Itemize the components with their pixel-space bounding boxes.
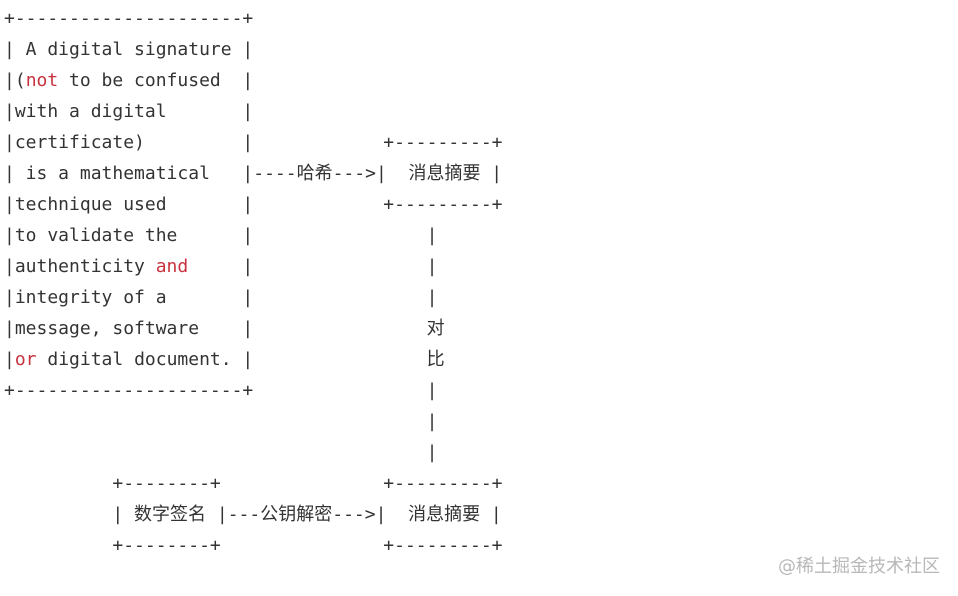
diagram-text: to be confused | [58,70,254,91]
diagram-text: |( [4,70,26,91]
diagram-line: |authenticity and | | [4,251,503,282]
diagram-line: |integrity of a | | [4,282,503,313]
diagram-text: digital document. | 比 [36,349,445,370]
diagram-text: +---------------------+ | [4,380,438,401]
keyword-text: not [25,70,59,91]
diagram-line: |or digital document. | 比 [4,344,503,375]
diagram-text: |with a digital | [4,101,254,122]
diagram-text: |certificate) | +---------+ [4,132,503,153]
diagram-text: | [4,411,438,432]
diagram-text: | [4,349,15,370]
diagram-line: |with a digital | [4,96,503,127]
diagram-text: |authenticity [4,256,156,277]
diagram-line: +--------+ +---------+ [4,468,503,499]
diagram-line: |(not to be confused | [4,65,503,96]
diagram-text: |message, software | 对 [4,318,445,339]
diagram-text: |technique used | +---------+ [4,194,503,215]
diagram-text: | 数字签名 |---公钥解密--->| 消息摘要 | [4,504,502,525]
diagram-text: +---------------------+ [4,8,254,29]
keyword-text: and [155,256,189,277]
watermark-text: @稀土掘金技术社区 [778,556,940,577]
diagram-text: +--------+ +---------+ [4,535,503,556]
diagram-line: | [4,406,503,437]
diagram-line: +---------------------+ | [4,375,503,406]
diagram-line: |technique used | +---------+ [4,189,503,220]
diagram-text: | A digital signature | [4,39,254,60]
diagram-line: | A digital signature | [4,34,503,65]
diagram-text: | | [188,256,438,277]
diagram-line: +---------------------+ [4,3,503,34]
diagram-text: |to validate the | | [4,225,438,246]
diagram-text: | is a mathematical |----哈希--->| 消息摘要 | [4,163,503,184]
diagram-line: | 数字签名 |---公钥解密--->| 消息摘要 | [4,499,503,530]
diagram-line: +--------+ +---------+ [4,530,503,561]
keyword-text: or [14,349,37,370]
diagram-line: |certificate) | +---------+ [4,127,503,158]
diagram-text: +--------+ +---------+ [4,473,503,494]
diagram-text: |integrity of a | | [4,287,438,308]
diagram-line: | [4,437,503,468]
diagram-line: |to validate the | | [4,220,503,251]
diagram-line: |message, software | 对 [4,313,503,344]
diagram-line: | is a mathematical |----哈希--->| 消息摘要 | [4,158,503,189]
ascii-diagram: +---------------------+ | A digital signa… [4,3,503,561]
diagram-text: | [4,442,438,463]
